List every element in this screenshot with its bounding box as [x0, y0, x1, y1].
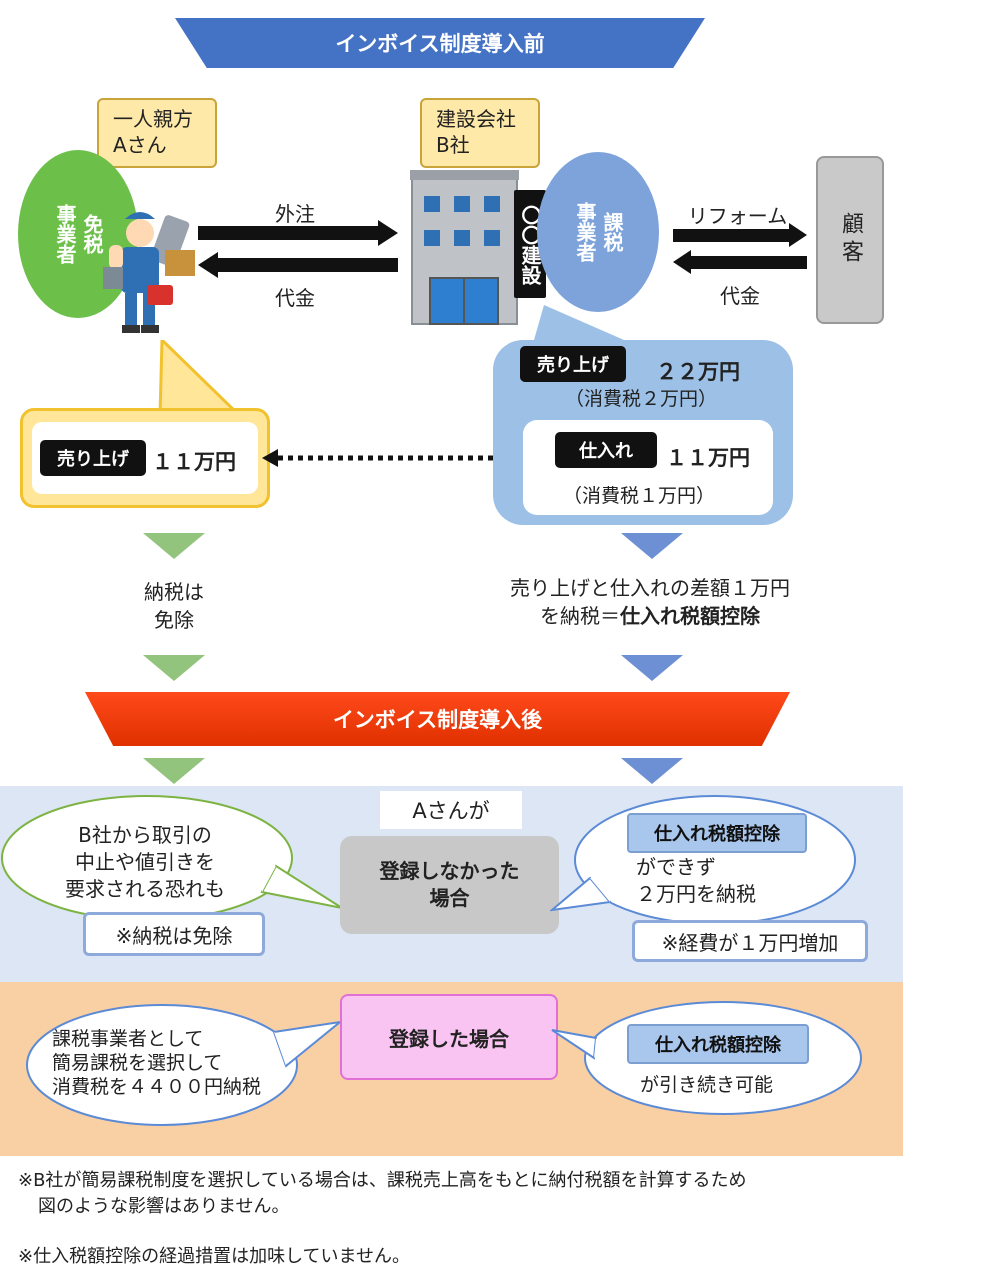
banner-after-text: インボイス制度導入後: [332, 708, 543, 732]
arrow-reform: [673, 223, 807, 247]
b-result-line1: 売り上げと仕入れの差額１万円: [510, 576, 790, 600]
not-registered-right-badge: 仕入れ税額控除: [627, 813, 807, 853]
b-purchase-badge: 仕入れ: [555, 432, 657, 468]
after-header: Aさんが: [380, 791, 522, 829]
person-a-status: 免税 事業者: [53, 204, 104, 264]
not-registered-right-text: ができず ２万円を納税: [636, 855, 756, 906]
b-result-line2-prefix: を納税＝: [540, 604, 620, 628]
worker-illustration: [103, 212, 195, 333]
a-down-arrow-3: [143, 758, 205, 784]
not-registered-left-note: ※納税は免除: [83, 912, 265, 956]
footnote-2: ※仕入税額控除の経過措置は加味していません。: [18, 1246, 410, 1267]
b-result-line2-bold: 仕入れ税額控除: [620, 604, 760, 628]
not-registered-left-bubble-text: B社から取引の 中止や値引きを 要求される恐れも: [65, 823, 225, 901]
payment-left-label: 代金: [275, 286, 315, 310]
arrow-payment-left: [198, 252, 398, 278]
registered-left-bubble-shape: [26, 1004, 344, 1126]
footnote-1-line2: 図のような影響はありません。: [38, 1196, 290, 1217]
registered-left-bubble-text: 課税事業者として 簡易課税を選択して 消費税を４４００円納税: [52, 1028, 262, 1098]
arrow-outsource: [198, 220, 398, 246]
company-b-status: 課税 事業者: [573, 202, 624, 262]
banner-before-text: インボイス制度導入前: [335, 32, 545, 56]
b-down-arrow-2: [621, 655, 683, 681]
banner-before: インボイス制度導入前: [175, 18, 705, 68]
building-illustration: [410, 170, 546, 325]
b-sales-tax: （消費税２万円）: [565, 388, 718, 410]
footnote-1-line1: ※B社が簡易課税制度を選択している場合は、課税売上高をもとに納付税額を計算するた…: [18, 1170, 747, 1191]
not-registered-right-note: ※経費が１万円増加: [632, 920, 868, 962]
a-result: 納税は 免除: [144, 580, 204, 632]
outsource-label: 外注: [275, 202, 315, 226]
a-sales-badge: 売り上げ: [40, 440, 146, 476]
person-a-tag: 一人親方 Aさん: [97, 98, 217, 168]
registered-right-badge: 仕入れ税額控除: [627, 1024, 809, 1064]
b-purchase-tax: （消費税１万円）: [563, 485, 716, 507]
registered-right-text: が引き続き可能: [640, 1074, 774, 1096]
payment-right-label: 代金: [720, 284, 760, 308]
b-callout-pointer: [532, 305, 640, 347]
reform-label: リフォーム: [687, 204, 788, 228]
b-result-line2: を納税＝仕入れ税額控除: [470, 600, 830, 629]
not-registered-case: 登録しなかった 場合: [340, 836, 559, 934]
b-sales-badge: 売り上げ: [520, 346, 626, 382]
registered-case-text: 登録した場合: [389, 1026, 509, 1051]
b-down-arrow-1: [621, 533, 683, 559]
b-down-arrow-3: [621, 758, 683, 784]
a-sales-amount: １１万円: [152, 450, 236, 474]
a-down-arrow-1: [143, 533, 205, 559]
customer-box: 顧客: [816, 156, 884, 324]
not-registered-left-bubble-shape: [1, 795, 343, 921]
customer-label: 顧客: [838, 212, 863, 268]
company-b-status-ellipse: 課税 事業者: [537, 152, 659, 312]
banner-after: インボイス制度導入後: [85, 692, 790, 746]
b-sales-amount: ２２万円: [656, 360, 740, 384]
a-down-arrow-2: [143, 655, 205, 681]
company-b-tag: 建設会社 B社: [420, 98, 540, 168]
arrow-payment-right: [673, 250, 807, 274]
registered-case: 登録した場合: [340, 994, 558, 1080]
person-a-status-ellipse: 免税 事業者: [18, 150, 138, 318]
not-registered-case-text: 登録しなかった 場合: [379, 859, 520, 910]
b-purchase-amount: １１万円: [666, 446, 750, 470]
